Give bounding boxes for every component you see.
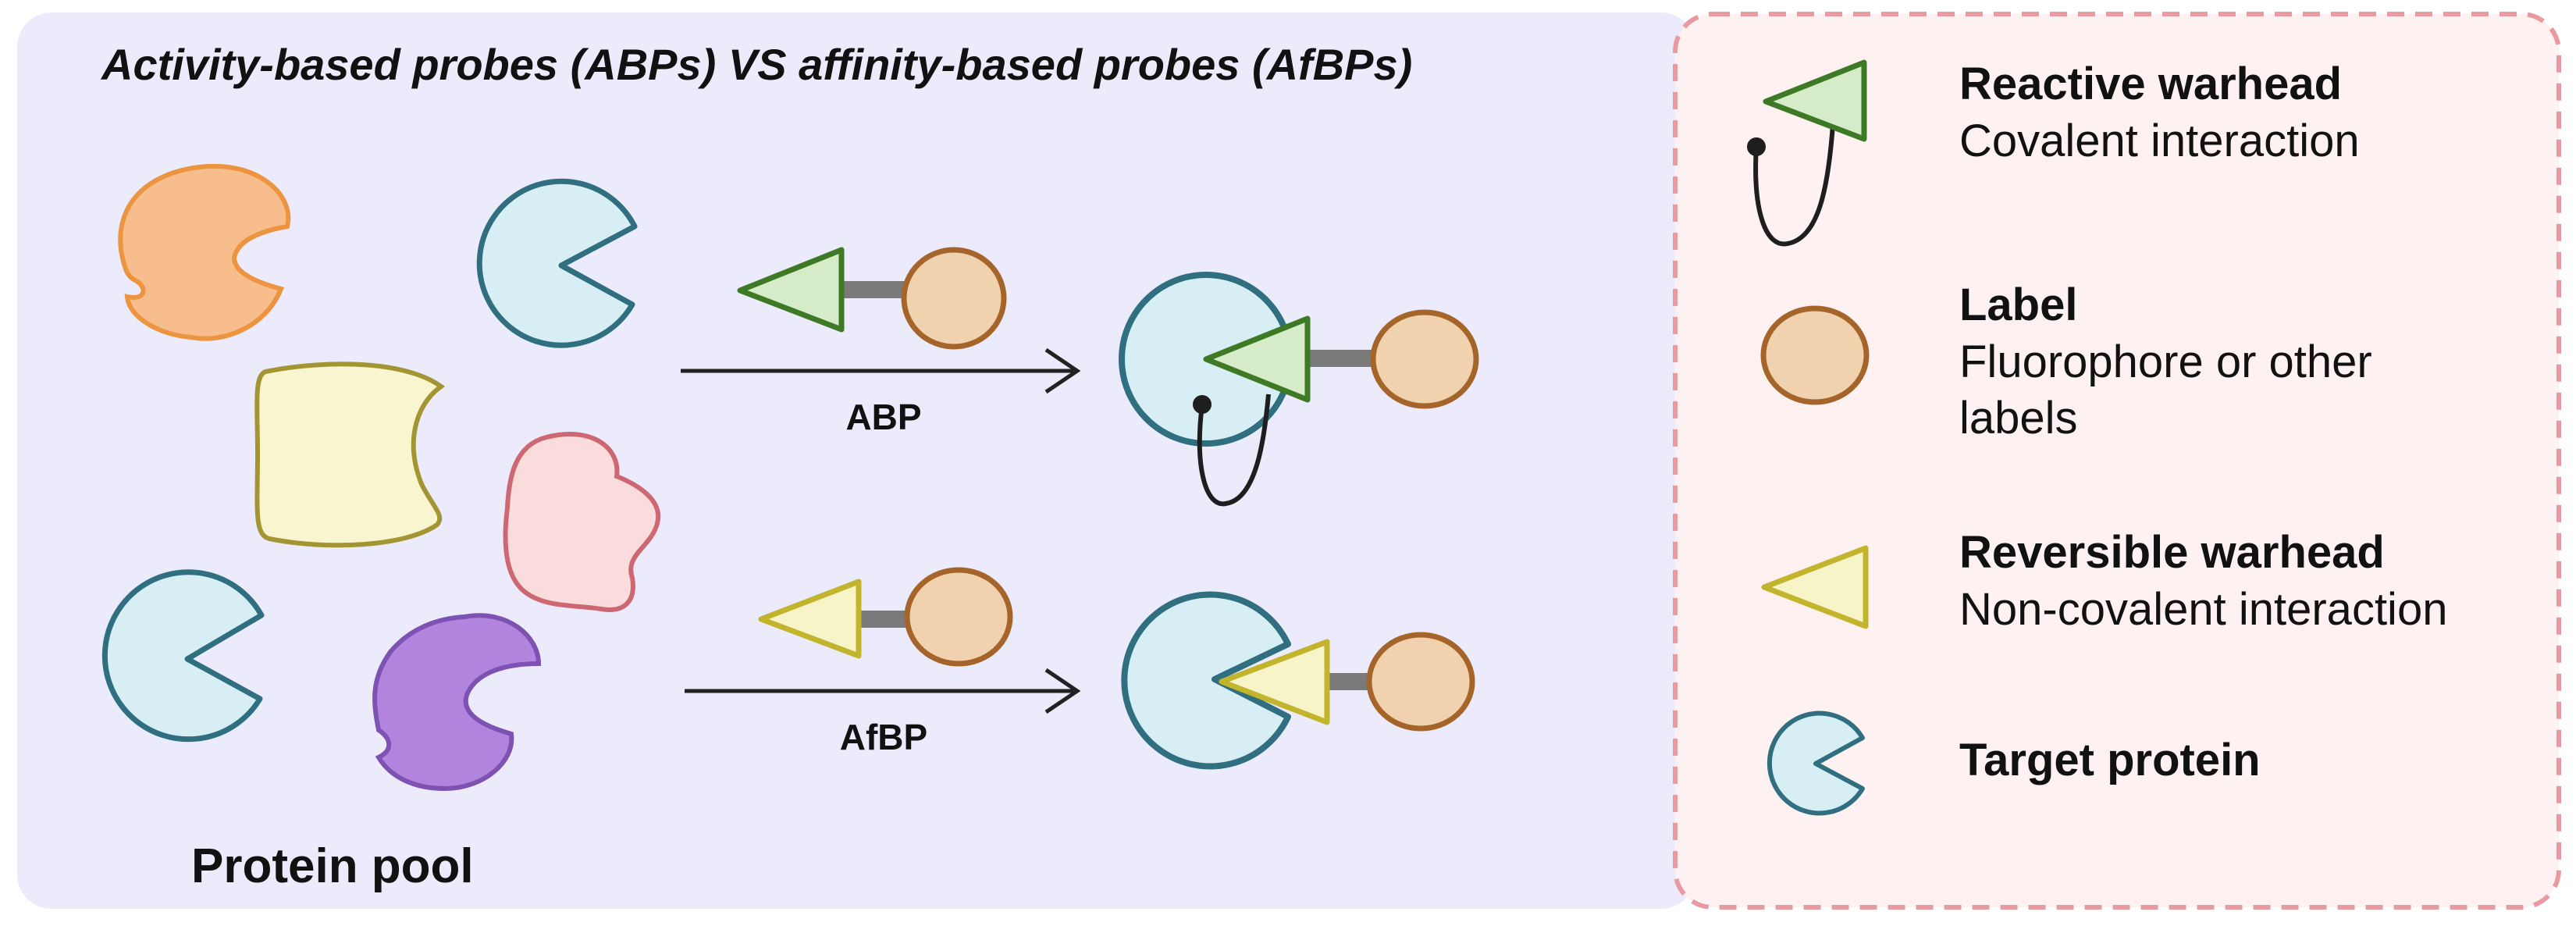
legend-item-reactive-warhead: Reactive warhead Covalent interaction <box>1747 59 2360 247</box>
abp-probe <box>737 247 1007 350</box>
reactive-warhead-icon <box>737 247 845 333</box>
label-icon <box>901 247 1007 350</box>
legend-heading: Label <box>1959 280 2078 330</box>
orange-protein-icon <box>118 163 291 341</box>
afbp-probe <box>758 567 1013 667</box>
legend-description: Covalent interaction <box>1959 116 2360 166</box>
label-icon <box>904 567 1013 667</box>
abp-arrow-label: ABP <box>845 397 921 437</box>
teal-protein-bottom-icon <box>101 569 265 743</box>
legend-item-label: Label Fluorophore or other labels <box>1760 280 2372 443</box>
afbp-row: AfBP <box>685 567 1475 770</box>
legend-heading: Target protein <box>1959 735 2261 785</box>
target-protein-icon <box>1121 591 1291 770</box>
reversible-warhead-icon <box>1761 545 1869 629</box>
afbp-arrow-label: AfBP <box>840 717 927 757</box>
reactive-warhead-icon <box>1203 315 1311 403</box>
abp-arrowhead <box>1044 347 1081 394</box>
covalent-bond <box>1197 394 1271 507</box>
legend-heading: Reactive warhead <box>1959 59 2342 109</box>
protein-pool-label: Protein pool <box>191 839 474 893</box>
legend-item-reversible-warhead: Reversible warhead Non-covalent interact… <box>1761 527 2447 635</box>
yellow-protein-icon <box>254 361 446 548</box>
target-protein-icon <box>1767 711 1865 816</box>
reactive-warhead-icon <box>1763 59 1867 142</box>
linker <box>839 281 908 298</box>
legend: Reactive warhead Covalent interaction La… <box>1747 59 2447 816</box>
legend-description: labels <box>1959 393 2078 443</box>
attachment-dot <box>1747 137 1766 156</box>
purple-protein-icon <box>372 613 542 792</box>
reversible-warhead-icon <box>1219 639 1330 725</box>
afbp-arrowhead <box>1044 668 1081 714</box>
label-icon <box>1366 632 1475 732</box>
reversible-warhead-icon <box>758 579 862 659</box>
legend-description: Fluorophore or other <box>1959 337 2372 387</box>
abp-row: ABP <box>681 247 1479 507</box>
diagram-title: Activity-based probes (ABPs) VS affinity… <box>100 40 1412 89</box>
linker <box>1304 350 1374 367</box>
legend-item-target-protein: Target protein <box>1767 711 2261 816</box>
teal-protein-top-icon <box>476 178 638 348</box>
legend-panel <box>1673 12 2561 910</box>
attachment-dot <box>1193 395 1212 414</box>
label-icon <box>1760 305 1870 405</box>
linker <box>1327 673 1374 690</box>
protein-pool: Protein pool <box>101 163 661 893</box>
abp-complex <box>1119 272 1479 507</box>
legend-heading: Reversible warhead <box>1959 527 2385 578</box>
covalent-bond <box>1753 124 1835 247</box>
legend-description: Non-covalent interaction <box>1959 584 2447 635</box>
linker <box>859 611 913 628</box>
afbp-complex <box>1121 591 1475 770</box>
pink-protein-icon <box>503 432 661 612</box>
label-icon <box>1370 309 1479 409</box>
